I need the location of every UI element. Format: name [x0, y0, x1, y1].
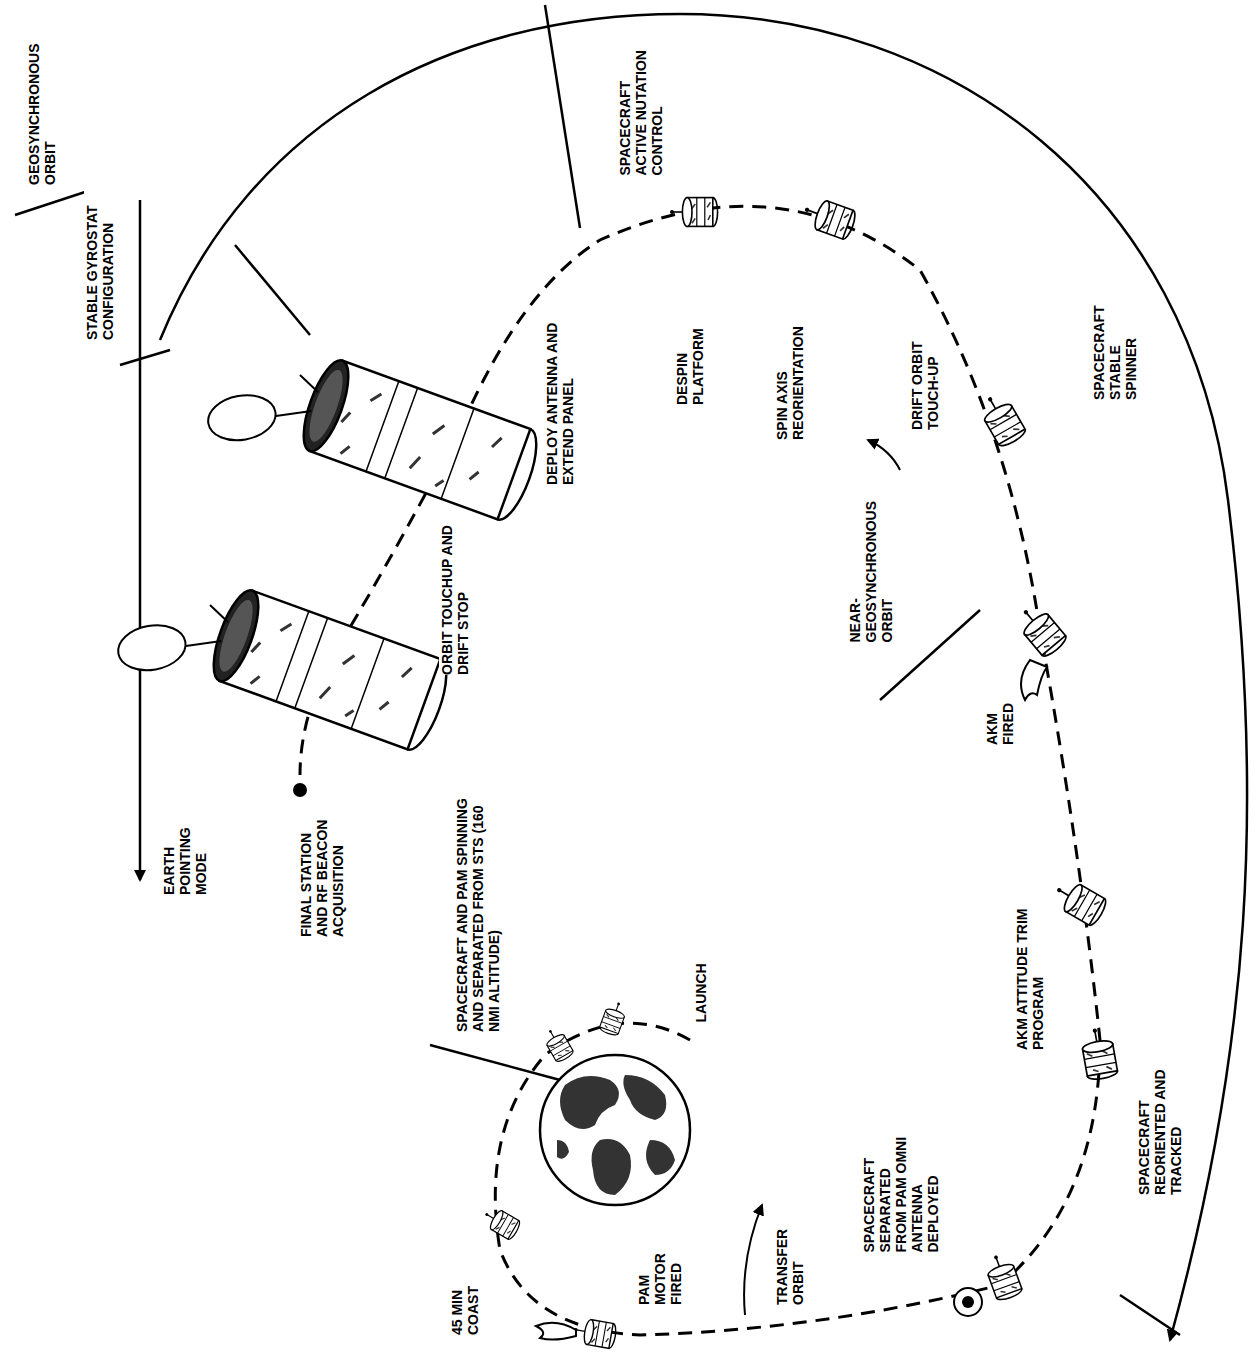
- step-label: SPACECRAFT SEPARATED FROM PAM OMNI ANTEN…: [860, 1128, 940, 1253]
- step-label: DEPLOY ANTENNA AND EXTEND PANEL: [544, 305, 576, 485]
- step-label: SPACECRAFT STABLE SPINNER: [1091, 280, 1139, 400]
- step-label: 45 MIN COAST: [449, 1265, 481, 1335]
- step-label: LAUNCH: [692, 948, 708, 1023]
- step-label: DRIFT ORBIT TOUCH-UP: [909, 330, 941, 430]
- step-label: PAM MOTOR FIRED: [636, 1235, 684, 1305]
- step-label: TRANSFER ORBIT: [774, 1215, 806, 1305]
- step-label: SPIN AXIS REORIENTATION: [774, 300, 806, 440]
- step-label: SPACECRAFT AND PAM SPINNING AND SEPARATE…: [454, 792, 502, 1032]
- step-label: FINAL STATION AND RF BEACON ACQUISITION: [298, 817, 346, 937]
- step-label: STABLE GYROSTAT CONFIGURATION: [84, 110, 116, 340]
- step-label: GEOSYNCHRONOUS ORBIT: [26, 25, 58, 185]
- step-label: AKM ATTITUDE TRIM PROGRAM: [1014, 880, 1046, 1050]
- step-label: AKM FIRED: [984, 685, 1016, 745]
- step-label: SPACECRAFT ACTIVE NUTATION CONTROL: [616, 41, 664, 176]
- step-label: DESPIN PLATFORM: [674, 315, 706, 405]
- step-label: NEAR-GEOSYNCHRONOUS ORBIT: [846, 478, 894, 643]
- step-label: EARTH POINTING MODE: [161, 795, 209, 895]
- step-label: ORBIT TOUCHUP AND DRIFT STOP: [439, 525, 471, 675]
- step-label: SPACECRAFT REORIENTED AND TRACKED: [1136, 1065, 1184, 1195]
